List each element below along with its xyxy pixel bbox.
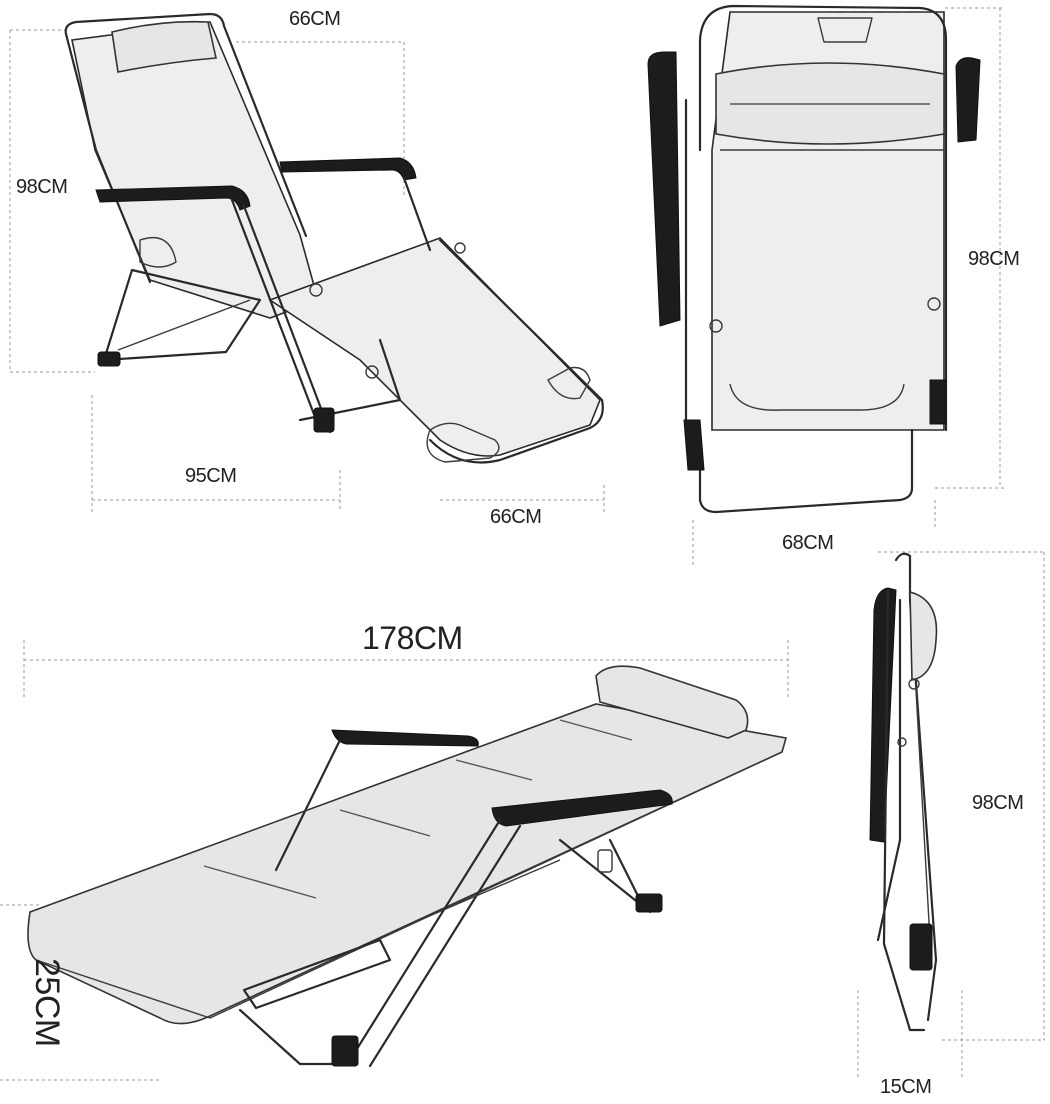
rear-cross-bar — [117, 299, 251, 351]
under-tube-2 — [419, 859, 561, 921]
folded-hinge-2 — [897, 737, 907, 747]
front-foot-left — [683, 419, 705, 471]
hinge-knob — [309, 283, 323, 297]
rear-foot-cap — [97, 351, 121, 367]
backrest-frame-left — [64, 32, 152, 284]
left-armrest — [95, 185, 251, 211]
flat-rear-leg-2 — [608, 838, 642, 902]
flat-pillow — [595, 665, 749, 739]
flat-rear-foot — [635, 893, 663, 913]
flat-armrest-back — [331, 729, 479, 747]
hinge-knob-2 — [365, 365, 379, 379]
rear-base-frame — [102, 268, 262, 362]
legrest-frame — [428, 238, 604, 464]
flat-lock — [597, 849, 613, 873]
folded-armrest — [869, 587, 897, 843]
front-foot-right — [929, 379, 947, 425]
folded-frame-front — [882, 588, 926, 1032]
label-reclined-height: 98CM — [16, 176, 68, 198]
under-tube-1 — [242, 938, 392, 1010]
flat-armrest-front — [491, 789, 673, 827]
front-base-loop — [698, 428, 914, 514]
lower-cutout — [729, 383, 905, 411]
front-foot-cap — [313, 407, 335, 433]
cushion-seam-1 — [203, 865, 317, 899]
label-flat-length: 178CM — [362, 620, 463, 656]
folded-hinge — [908, 678, 920, 690]
hinge-knob-3 — [454, 242, 466, 254]
right-armrest — [279, 157, 417, 181]
label-front-width: 68CM — [782, 532, 834, 554]
flat-front-leg — [348, 818, 502, 1062]
folded-frame-inner — [915, 689, 931, 941]
front-leg-left — [230, 198, 322, 432]
label-front-height: 98CM — [968, 248, 1020, 270]
flat-front-leg-inner — [368, 824, 522, 1068]
front-leg-right — [402, 176, 432, 252]
front-hinge-right — [927, 297, 941, 311]
front-chair-view — [647, 4, 1005, 565]
front-armrest-left — [647, 51, 681, 327]
label-reclined-bottom-width: 66CM — [490, 506, 542, 528]
front-armrest-right — [955, 57, 981, 143]
cushion-seam-4 — [559, 719, 633, 741]
label-reclined-top-width: 66CM — [289, 8, 341, 30]
front-leg-left-inner — [242, 204, 332, 434]
folded-frame-mid — [876, 598, 902, 942]
label-folded-height: 98CM — [972, 792, 1024, 814]
flat-front-foot — [331, 1035, 359, 1067]
folded-pillow — [909, 590, 938, 681]
flat-armrest-post-back — [274, 738, 342, 872]
label-flat-height: 25CM — [28, 958, 66, 1047]
cushion-seam-3 — [455, 759, 533, 781]
reclined-chair-view — [9, 12, 605, 512]
carry-handle-slot — [817, 17, 873, 43]
flat-rear-leg — [558, 838, 652, 914]
lock-handle — [139, 236, 177, 268]
legrest-cutout-2 — [547, 366, 591, 400]
flat-cushion — [27, 703, 788, 1025]
flat-lounger-view — [0, 640, 789, 1081]
front-hinge-left — [709, 319, 723, 333]
headrest-pillow — [111, 20, 217, 73]
folded-chair-view — [857, 551, 1045, 1080]
label-folded-depth: 15CM — [880, 1076, 932, 1098]
legrest-cutout — [426, 422, 500, 463]
cushion-seam-2 — [339, 809, 431, 837]
label-reclined-length: 95CM — [185, 465, 237, 487]
cushion-front-edge — [35, 751, 783, 1019]
front-outer-frame — [698, 4, 948, 432]
backrest-frame — [64, 12, 308, 238]
folded-foot-cap — [909, 923, 933, 971]
seat-fabric — [268, 237, 601, 457]
